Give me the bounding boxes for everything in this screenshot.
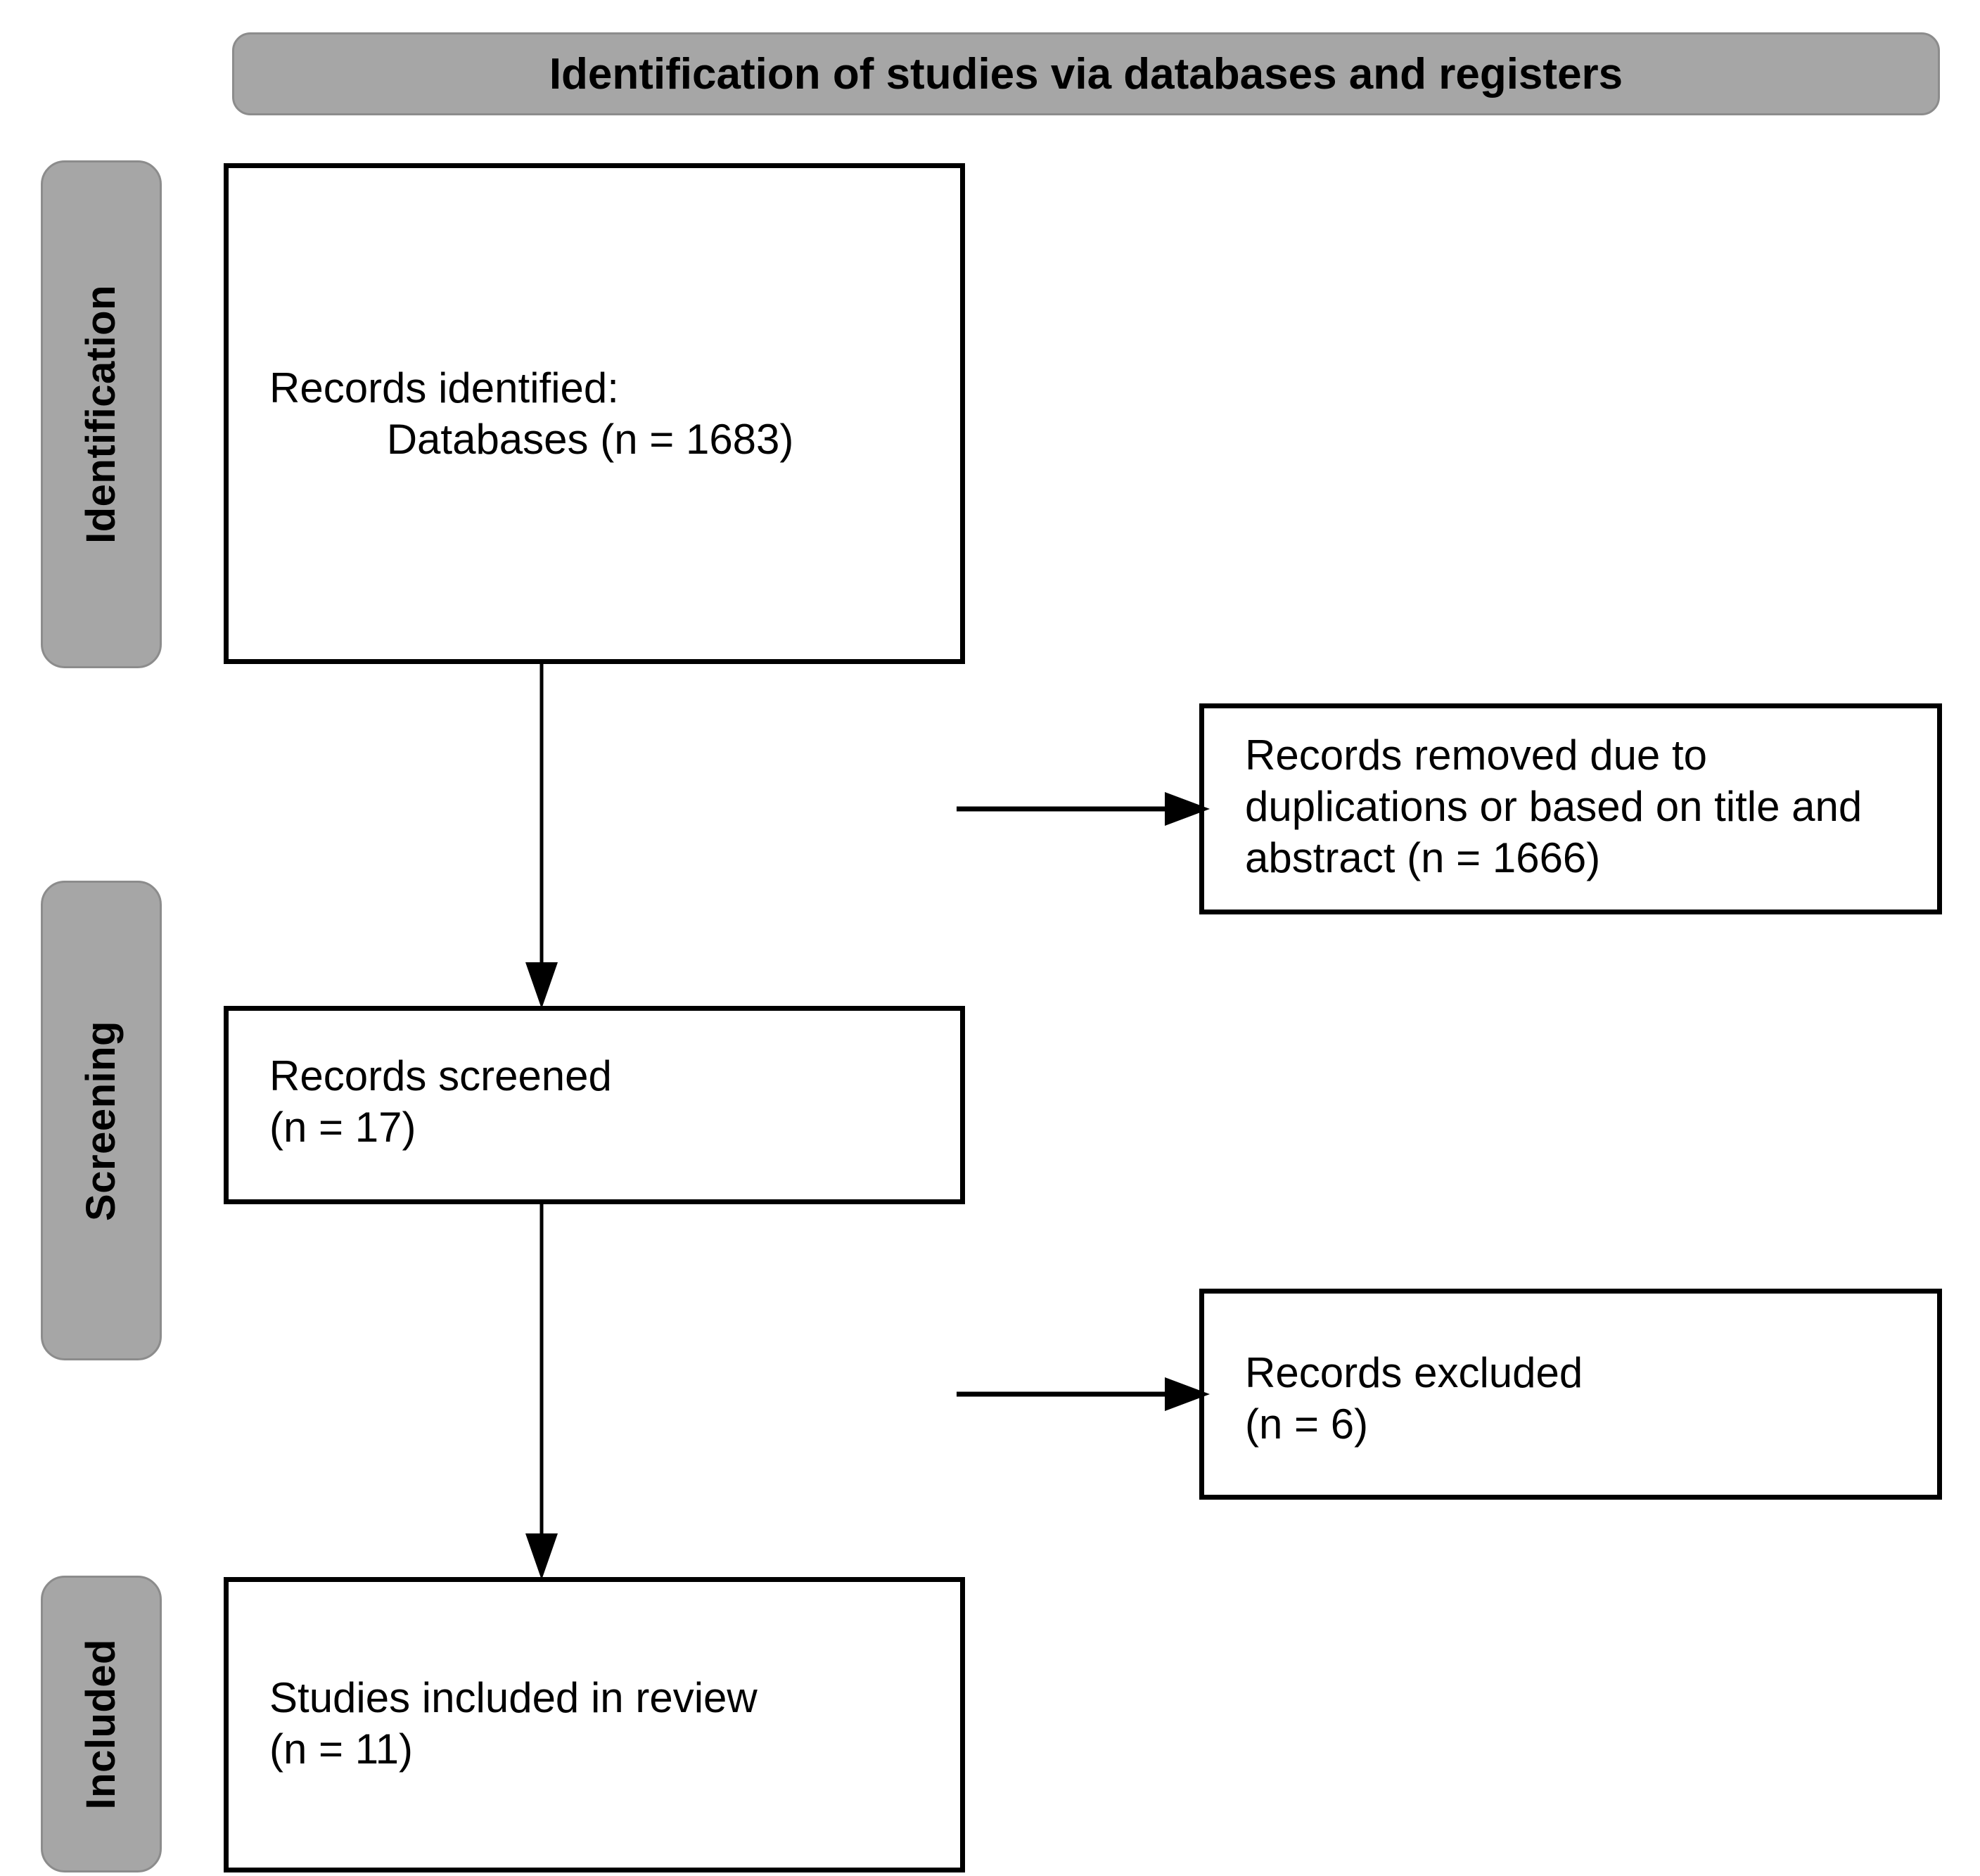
phase-label-included: Included — [41, 1576, 162, 1872]
phase-label-identification-text: Identification — [78, 285, 124, 544]
diagram-banner: Identification of studies via databases … — [232, 32, 1940, 115]
box-records-excluded: Records excluded (n = 6) — [1199, 1289, 1942, 1500]
phase-label-screening-text: Screening — [78, 1020, 124, 1221]
box-records-excluded-text: Records excluded (n = 6) — [1245, 1349, 1583, 1448]
box-studies-included: Studies included in review (n = 11) — [224, 1577, 965, 1872]
box-studies-included-text: Studies included in review (n = 11) — [269, 1674, 758, 1773]
arrow-identified-to-removed — [957, 792, 1210, 826]
phase-label-identification: Identification — [41, 160, 162, 668]
arrow-screened-to-excluded — [957, 1377, 1210, 1411]
phase-label-screening: Screening — [41, 881, 162, 1360]
banner-title: Identification of studies via databases … — [549, 49, 1623, 98]
box-records-removed-text: Records removed due to duplications or b… — [1245, 732, 1863, 882]
phase-label-included-text: Included — [78, 1638, 124, 1810]
arrow-identified-to-screened — [525, 664, 558, 1009]
box-records-screened-text: Records screened (n = 17) — [269, 1052, 612, 1151]
box-records-removed: Records removed due to duplications or b… — [1199, 703, 1942, 914]
box-records-screened: Records screened (n = 17) — [224, 1006, 965, 1204]
box-records-identified-text: Records identified: Databases (n = 1683) — [269, 364, 794, 464]
arrow-screened-to-included — [525, 1204, 558, 1580]
box-records-identified: Records identified: Databases (n = 1683) — [224, 163, 965, 664]
